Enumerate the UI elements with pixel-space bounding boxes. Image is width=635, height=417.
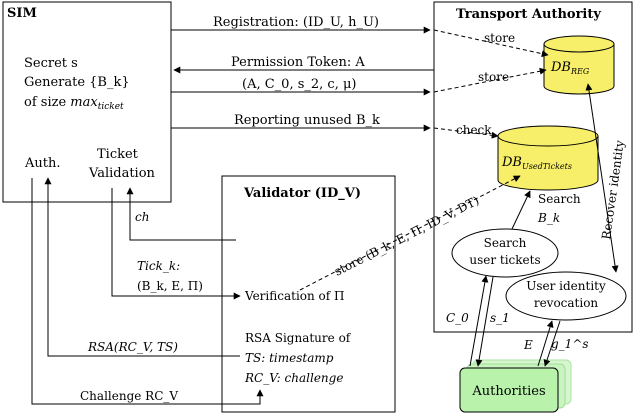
sim-validation-text: Validation bbox=[88, 166, 156, 181]
rsa-arrow bbox=[44, 177, 240, 357]
rsa-line1: RSA Signature of bbox=[245, 331, 352, 345]
db-used-tickets-cylinder bbox=[497, 125, 599, 191]
reporting-label: Reporting unused B_k bbox=[234, 113, 380, 128]
revocation-line1: User identity bbox=[526, 279, 606, 293]
search-user-tickets-node bbox=[451, 228, 559, 278]
store-label-1: store bbox=[484, 31, 515, 45]
db-used-tickets-label: DBUsedTickets bbox=[501, 155, 572, 171]
g1s-label: g_1^s bbox=[551, 337, 589, 351]
c0-label: C_0 bbox=[446, 311, 469, 325]
check-label: check bbox=[456, 123, 492, 137]
validator-box bbox=[221, 175, 396, 413]
e-label: E bbox=[523, 338, 533, 352]
check-arrow bbox=[433, 127, 499, 139]
verification-text: Verification of Π bbox=[244, 289, 345, 303]
permission-token-label: Permission Token: A bbox=[231, 55, 365, 70]
ch-arrow bbox=[126, 187, 236, 241]
search-bk-line2: B_k bbox=[537, 211, 560, 225]
e-arrow-up bbox=[537, 320, 554, 367]
search-user-tickets-line2: user tickets bbox=[469, 253, 540, 267]
rsa-line2: TS: timestamp bbox=[245, 351, 334, 365]
search-bk-arrow bbox=[511, 190, 531, 230]
rsa-label: RSA(RC_V, TS) bbox=[87, 340, 178, 354]
db-reg-label: DBREG bbox=[550, 60, 590, 76]
sim-title: SIM bbox=[7, 6, 37, 21]
search-bk-line1: Search bbox=[538, 192, 581, 206]
rsa-line3: RC_V: challenge bbox=[244, 371, 343, 385]
registration-store-arrow bbox=[433, 29, 549, 58]
authorities-stack bbox=[459, 359, 572, 413]
recover-identity-arrow bbox=[585, 83, 619, 273]
s1-label: s_1 bbox=[490, 311, 510, 325]
tuple-label: (A, C_0, s_2, c, μ) bbox=[242, 77, 356, 92]
store-label-2: store bbox=[478, 70, 509, 84]
ch-label: ch bbox=[135, 210, 149, 224]
challenge-label: Challenge RC_V bbox=[80, 389, 178, 403]
store-long-arrow bbox=[299, 175, 521, 291]
tick-tuple-label: (B_k, E, Π) bbox=[137, 279, 203, 293]
transport-authority-box bbox=[433, 1, 633, 333]
sim-generate-text: Generate {B_k} bbox=[24, 75, 130, 90]
sim-ticket-text: Ticket bbox=[97, 147, 139, 162]
tick-label: Tick_k: bbox=[137, 259, 180, 273]
revocation-line2: revocation bbox=[534, 296, 599, 310]
user-identity-revocation-node bbox=[505, 271, 627, 321]
c0-arrow-up bbox=[469, 275, 489, 367]
sim-box bbox=[2, 1, 172, 203]
challenge-arrow bbox=[31, 178, 264, 405]
s1-arrow-down bbox=[475, 276, 494, 367]
sim-auth-text: Auth. bbox=[24, 156, 61, 171]
registration-label: Registration: (ID_U, h_U) bbox=[213, 15, 379, 30]
validator-title: Validator (ID_V) bbox=[243, 186, 361, 201]
sim-secret-text: Secret s bbox=[24, 56, 78, 71]
g1s-arrow-down bbox=[543, 320, 561, 367]
search-user-tickets-line1: Search bbox=[484, 236, 527, 250]
store-long-label: store (B_k, E, Π, ID_V, DT) bbox=[332, 193, 481, 278]
sim-size-text: of size maxticket bbox=[24, 95, 124, 112]
tuple-store-arrow bbox=[433, 67, 547, 93]
authorities-box bbox=[459, 367, 559, 413]
authorities-label: Authorities bbox=[471, 384, 545, 399]
transport-authority-title: Transport Authority bbox=[456, 7, 601, 22]
tick-arrow bbox=[111, 188, 241, 300]
